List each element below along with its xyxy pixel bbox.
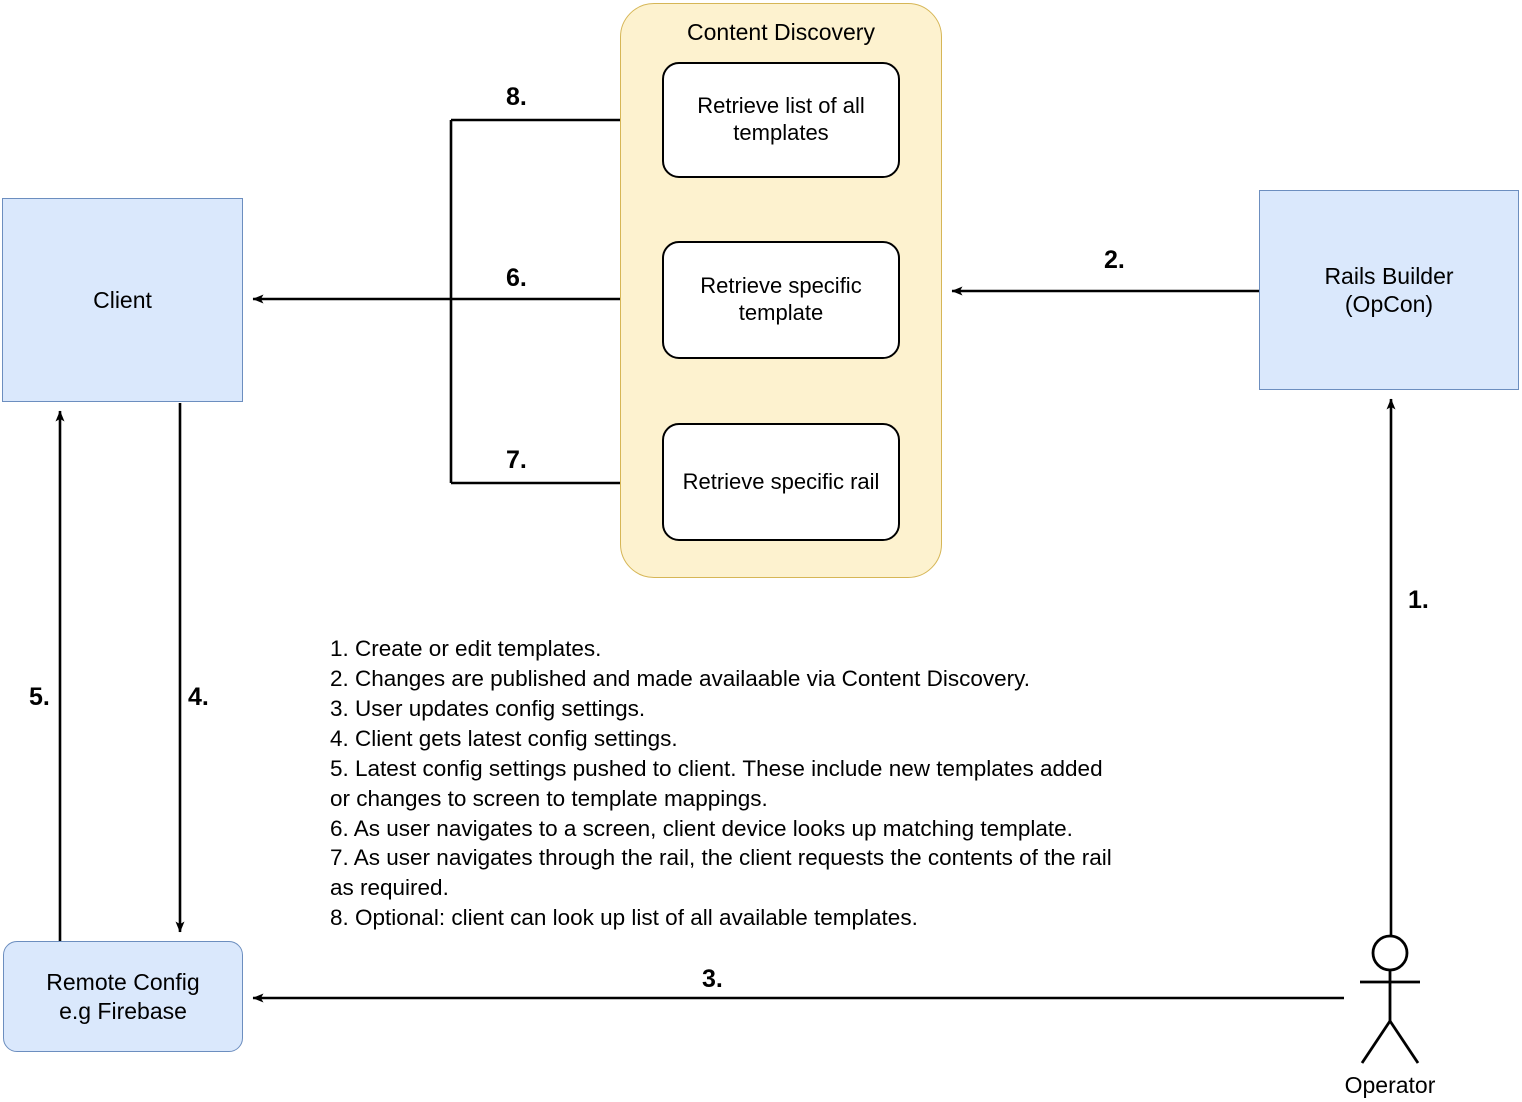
node-remote-config-label-line1: Remote Config <box>46 969 200 996</box>
legend-line: 6. As user navigates to a screen, client… <box>330 815 1073 841</box>
legend-line: or changes to screen to template mapping… <box>330 785 768 811</box>
edge-label-8: 8. <box>506 83 527 111</box>
edge-label-2: 2. <box>1104 246 1125 274</box>
group-item-retrieve-specific-template[interactable]: Retrieve specific template <box>662 241 900 359</box>
edge-8-path <box>449 115 641 483</box>
legend-line: 3. User updates config settings. <box>330 695 646 721</box>
node-client[interactable]: Client <box>2 198 243 402</box>
group-item-1-label-line1: Retrieve specific <box>700 273 862 299</box>
legend-line: 8. Optional: client can look up list of … <box>330 905 918 931</box>
edge-label-3: 3. <box>702 965 723 993</box>
node-client-label: Client <box>93 286 152 313</box>
legend-line: 4. Client gets latest config settings. <box>330 725 678 751</box>
node-remote-config[interactable]: Remote Config e.g Firebase <box>3 941 243 1052</box>
group-item-0-label-line1: Retrieve list of all <box>697 93 865 119</box>
node-remote-config-label-line2: e.g Firebase <box>59 997 187 1024</box>
node-rails-builder[interactable]: Rails Builder (OpCon) <box>1259 190 1519 390</box>
legend-line: 2. Changes are published and made availa… <box>330 665 1031 691</box>
legend-steps-list: 1. Create or edit templates. 2. Changes … <box>330 634 1210 933</box>
group-content-discovery-title: Content Discovery <box>687 19 875 45</box>
node-rails-builder-label-line2: (OpCon) <box>1344 291 1434 317</box>
legend-line: as required. <box>330 875 449 901</box>
edge-label-7: 7. <box>506 446 527 474</box>
group-item-retrieve-list-of-all-templates[interactable]: Retrieve list of all templates <box>662 62 900 178</box>
node-rails-builder-label-line1: Rails Builder <box>1324 262 1454 289</box>
edge-label-6: 6. <box>506 264 527 292</box>
group-item-retrieve-specific-rail[interactable]: Retrieve specific rail <box>662 423 900 541</box>
legend-line: 1. Create or edit templates. <box>330 636 602 661</box>
actor-operator-label: Operator <box>1344 1072 1436 1098</box>
edge-label-4: 4. <box>188 683 209 711</box>
group-item-1-label-line2: template <box>738 300 824 325</box>
legend-line: 7. As user navigates through the rail, t… <box>330 845 1112 871</box>
edge-label-1: 1. <box>1408 586 1429 614</box>
group-item-2-label-line1: Retrieve specific rail <box>682 468 880 494</box>
group-item-0-label-line2: templates <box>733 120 829 145</box>
operator-icon <box>1360 934 1420 1064</box>
legend-line: 5. Latest config settings pushed to clie… <box>330 755 1103 781</box>
edge-label-5: 5. <box>29 683 50 711</box>
